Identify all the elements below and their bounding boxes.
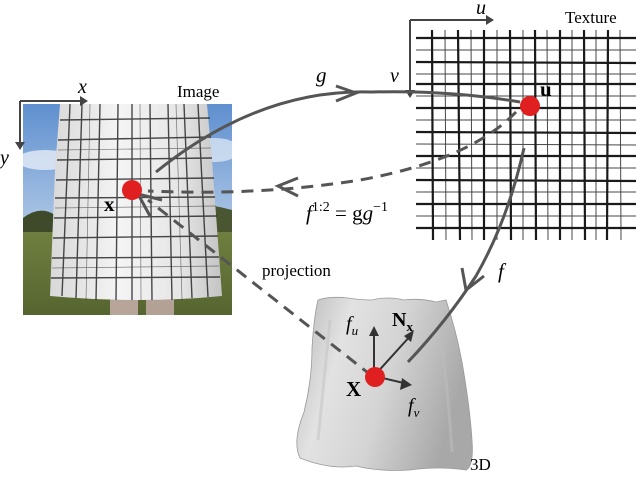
image-y-axis-label: y <box>0 147 9 169</box>
image-skirt-pattern <box>50 104 221 301</box>
tangent-v-label: fv <box>408 395 420 420</box>
texture-grid <box>415 29 637 241</box>
image-point-marker <box>122 180 142 200</box>
image-panel-label: Image <box>177 82 219 101</box>
image-x-axis-label: x <box>77 76 87 98</box>
texture-point-marker <box>520 96 540 116</box>
map-f-label: f <box>498 259 507 283</box>
map-inverse-arrowhead <box>274 176 299 198</box>
surface-panel-label: 3D <box>470 455 491 474</box>
map-g-curve <box>155 90 521 174</box>
map-f-curve <box>406 147 526 364</box>
surface-point-marker <box>365 367 385 387</box>
projection-curve <box>147 198 373 378</box>
map-g-arrowhead <box>335 84 361 103</box>
texture-axes <box>405 15 494 98</box>
map-f-arrowhead <box>460 267 485 293</box>
texture-u-axis-label: u <box>476 0 486 19</box>
normal-label: Nx <box>392 309 413 334</box>
projection-label: projection <box>262 261 331 280</box>
map-inverse-curve <box>147 110 518 194</box>
map-g-label: g <box>316 63 327 87</box>
texture-point-label: u <box>540 77 552 101</box>
texture-panel-label: Texture <box>565 8 617 27</box>
image-axes <box>15 96 88 150</box>
surface-3d <box>296 296 473 471</box>
map-inverse-label: f1:2 = gg−1 <box>306 200 388 225</box>
tangent-u-label: fu <box>346 313 359 338</box>
image-point-label: x <box>104 192 115 216</box>
image-photo <box>23 104 232 315</box>
surface-point-label: X <box>346 377 361 401</box>
texture-v-axis-label: v <box>390 65 399 87</box>
